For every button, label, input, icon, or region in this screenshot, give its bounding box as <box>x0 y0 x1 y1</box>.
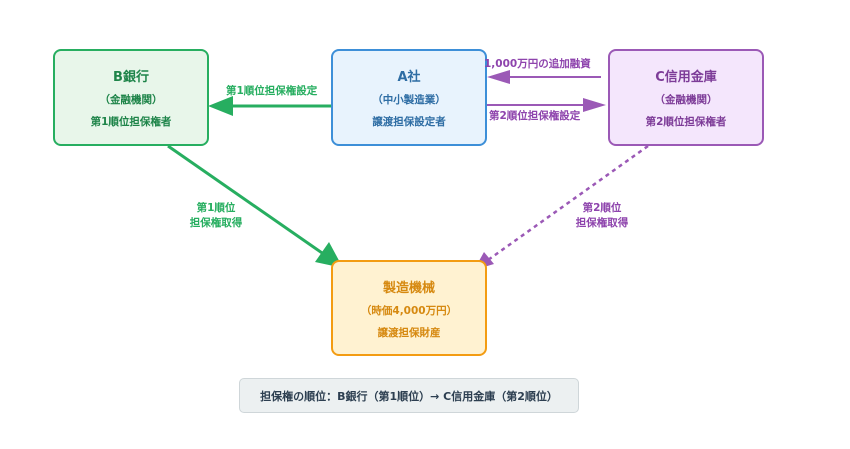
node-title: B銀行 <box>113 70 149 85</box>
node-c-credit-union[interactable]: C信用金庫 （金融機関） 第2順位担保権者 <box>608 49 764 146</box>
edge-label-line: 第2順位 <box>582 202 622 214</box>
node-subtitle: （金融機関） <box>99 94 163 106</box>
arrowhead-a-to-b <box>208 96 233 116</box>
node-role: 第2順位担保権者 <box>645 116 727 128</box>
edge-label-c-to-machine: 第2順位 担保権取得 <box>572 201 632 231</box>
edge-label-a-to-c: 第2順位担保権設定 <box>489 110 581 122</box>
node-title: A社 <box>397 70 421 85</box>
edge-label-line: 担保権取得 <box>189 217 243 229</box>
arrowhead-c-to-a <box>487 70 510 84</box>
edge-label-line: 担保権取得 <box>575 217 629 229</box>
node-subtitle: （金融機関） <box>654 94 718 106</box>
node-b-bank[interactable]: B銀行 （金融機関） 第1順位担保権者 <box>53 49 209 146</box>
node-role: 譲渡担保財産 <box>377 326 441 339</box>
edge-label-c-to-a: 1,000万円の追加融資 <box>484 58 591 70</box>
node-a-company[interactable]: A社 （中小製造業） 譲渡担保設定者 <box>331 49 487 146</box>
edge-c-to-machine <box>487 144 649 262</box>
edge-label-b-to-machine: 第1順位 担保権取得 <box>186 201 246 231</box>
arrowhead-a-to-c <box>583 98 606 112</box>
node-subtitle: （中小製造業） <box>372 94 446 106</box>
node-title: C信用金庫 <box>655 70 717 85</box>
priority-legend: 担保権の順位：B銀行（第1順位）→ C信用金庫（第2順位） <box>239 378 579 413</box>
node-subtitle: （時価4,000万円） <box>360 304 458 317</box>
node-role: 譲渡担保設定者 <box>372 116 446 128</box>
edge-label-a-to-b: 第1順位担保権設定 <box>226 85 318 97</box>
node-role: 第1順位担保権者 <box>90 116 172 128</box>
edge-b-to-machine <box>167 144 326 257</box>
node-title: 製造機械 <box>382 280 435 296</box>
node-machine[interactable]: 製造機械 （時価4,000万円） 譲渡担保財産 <box>331 260 487 356</box>
edge-label-line: 第1順位 <box>196 202 236 214</box>
